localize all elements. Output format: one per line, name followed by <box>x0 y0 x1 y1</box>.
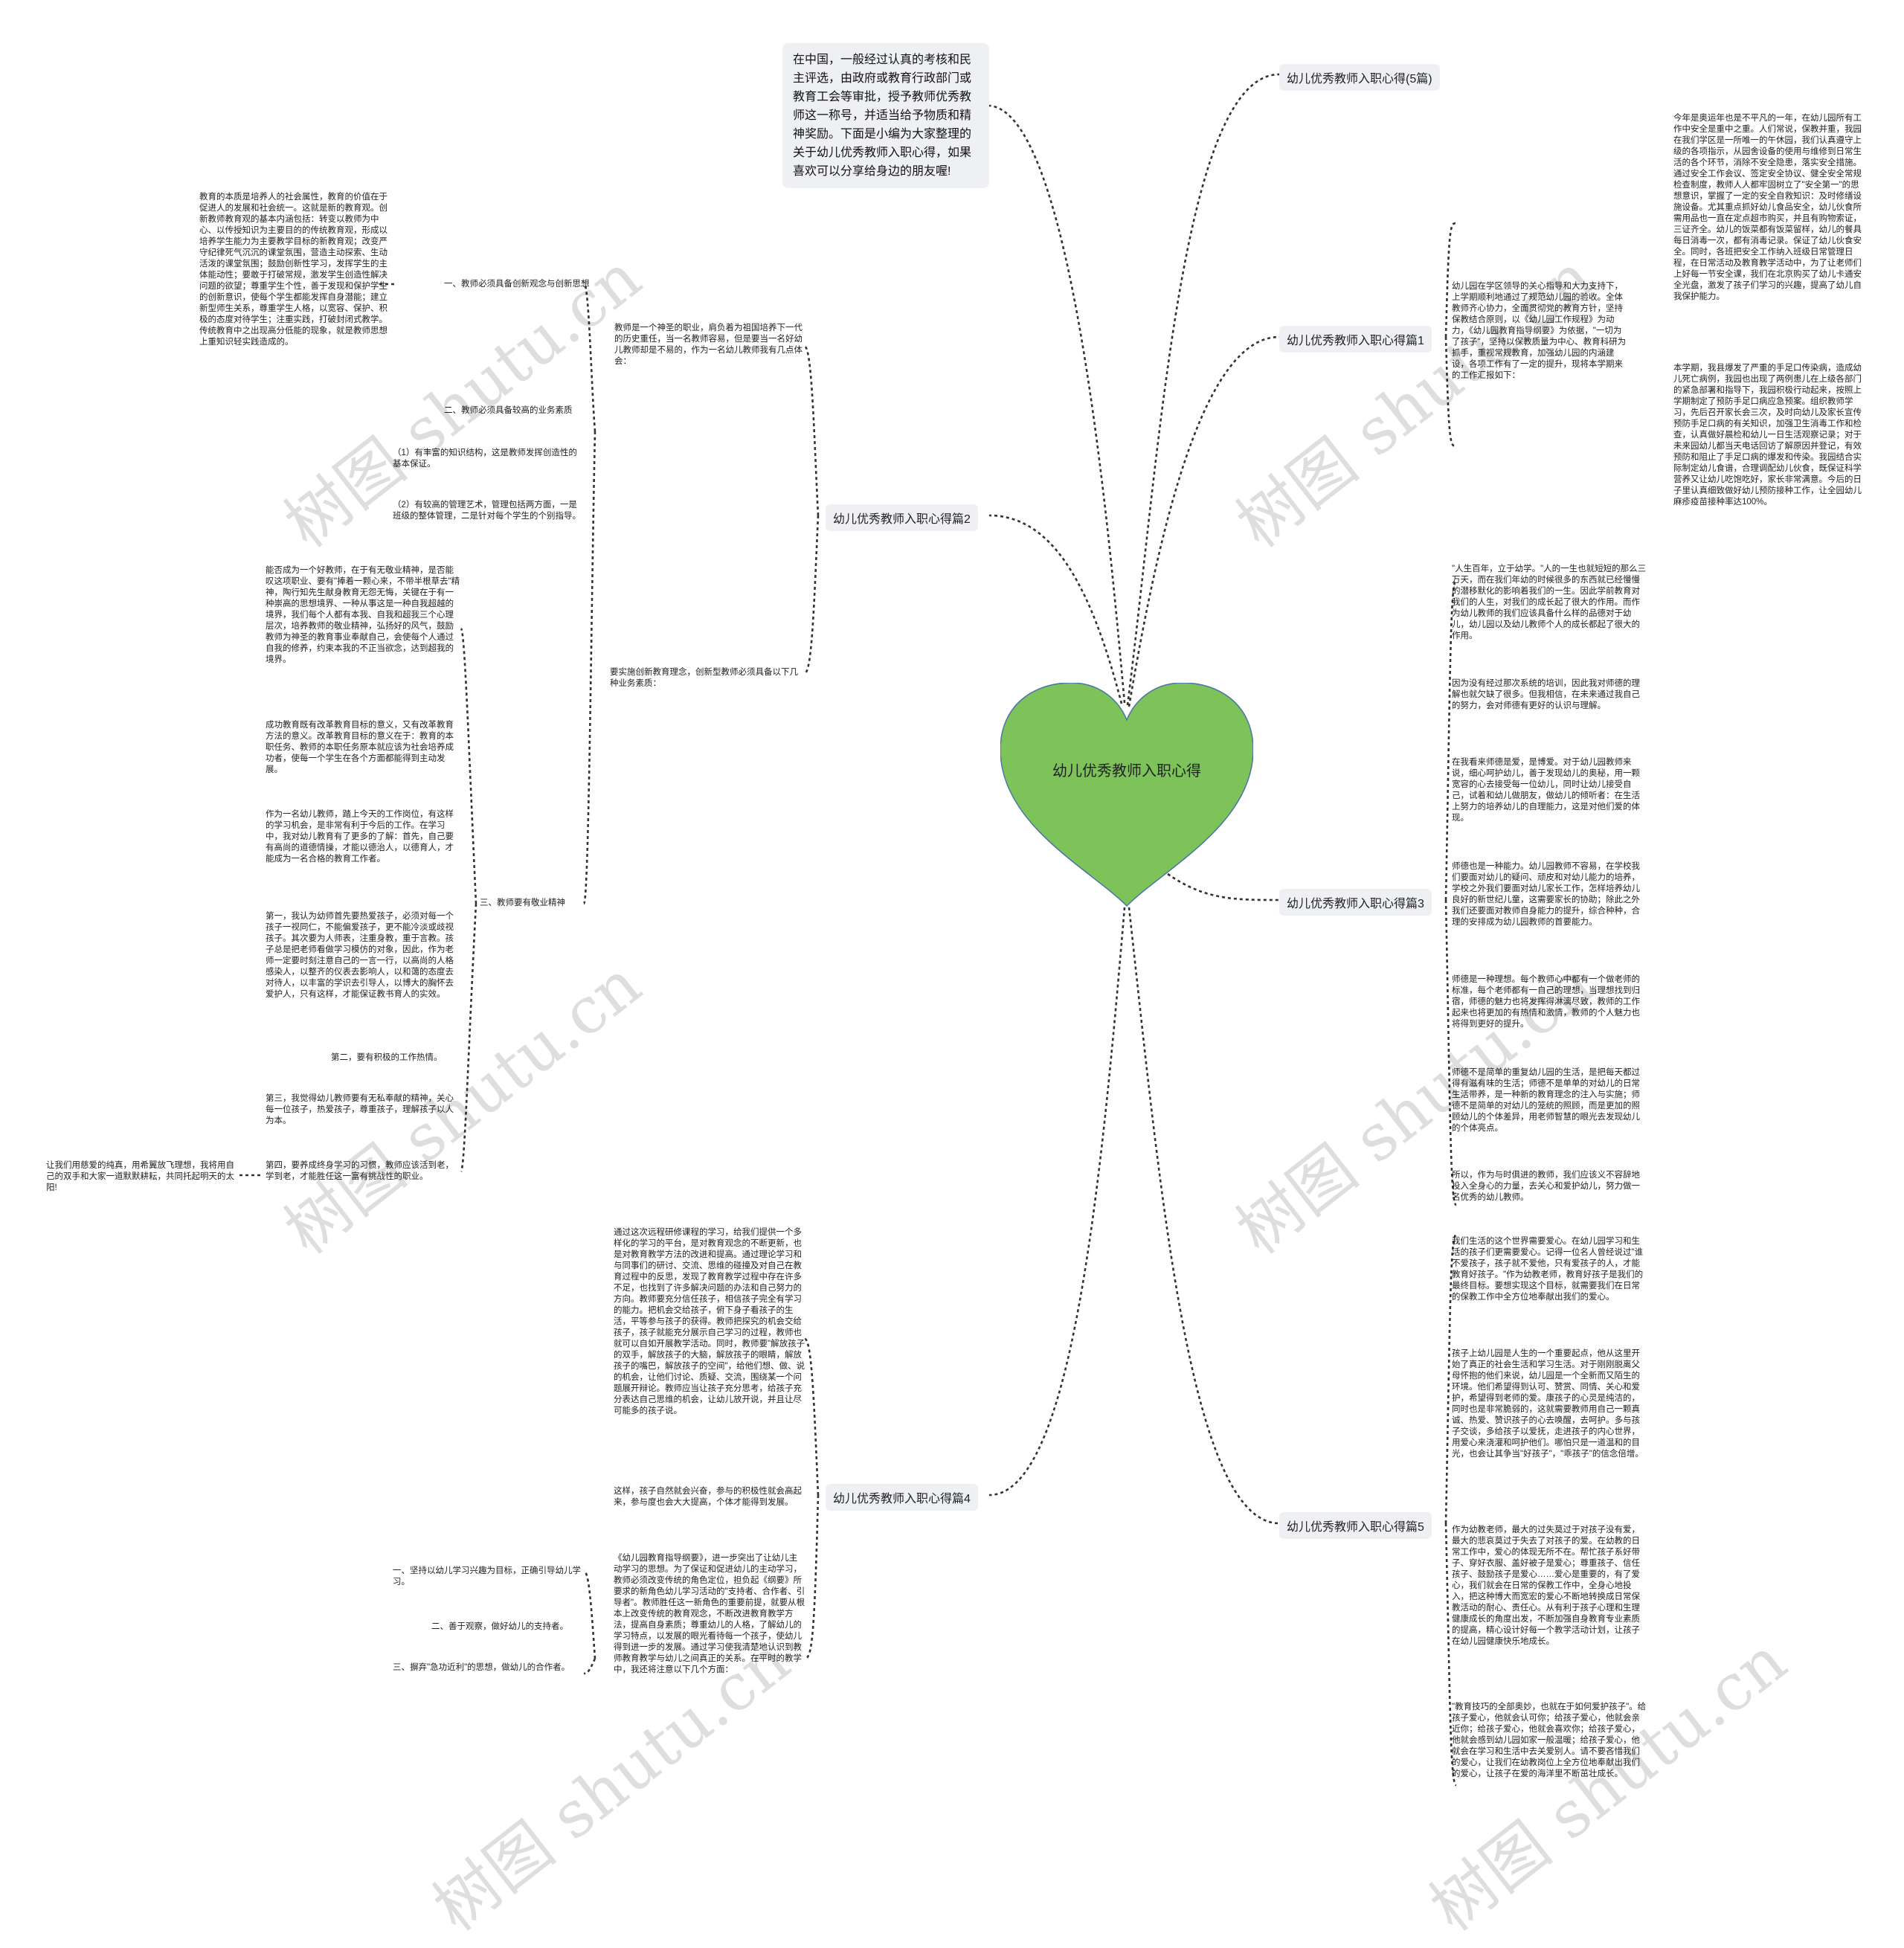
bracket-b2 <box>803 345 820 675</box>
part3-text-4: 师德也是一种能力。幼儿园教师不容易，在学校我们要面对幼儿的疑问、顽皮和对幼儿能力… <box>1452 862 1640 927</box>
part3-text-6: 师德不是简单的重复幼儿园的生活，是把每天都过得有滋有味的生活；师德不是单单的对幼… <box>1452 1068 1640 1133</box>
heart-shape <box>1000 682 1254 907</box>
part3-text-7: 所以，作为与时俱进的教师，我们应该义不容辞地投入全身心的力量，去关心和爱护幼儿，… <box>1452 1171 1640 1202</box>
part2-sub1-text: 教育的本质是培养人的社会属性，教育的价值在于促进人的发展和社会统一。这就是新的教… <box>199 193 387 347</box>
part1-safety-text: 今年是奥运年也是不平凡的一年，在幼儿园所有工作中安全是重中之重。人们常说，保教并… <box>1673 114 1862 301</box>
part2-main-text: 教师是一个神圣的职业，肩负着为祖国培养下一代的历史重任，当一名教师容易，但是要当… <box>614 324 803 366</box>
bracket-b4-sub <box>583 1569 596 1675</box>
part4-list-1: 一、坚持以幼儿学习兴趣为目标，正确引导幼儿学习。 <box>393 1566 581 1587</box>
part2-sub3-label: 三、教师要有敬业精神 <box>480 899 565 907</box>
bracket-e <box>460 628 477 1172</box>
part2-dedication-6: 第三，我觉得幼儿教师要有无私奉献的精神，关心每一位孩子，热爱孩子，尊重孩子，理解… <box>266 1094 454 1125</box>
part2-dedication-2: 成功教育既有改革教育目标的意义，又有改革教育方法的意义。改革教育目标的意义在于：… <box>266 721 454 774</box>
part5-text-1: 我们生活的这个世界需要爱心。在幼儿园学习和生活的孩子们更需要爱心。记得一位名人曾… <box>1452 1237 1644 1302</box>
part2-dedication-4: 第一，我认为幼师首先要热爱孩子，必须对每一个孩子一视同仁，不能偏爱孩子，更不能冷… <box>266 912 454 999</box>
center-heart[interactable] <box>1000 682 1254 910</box>
part2-knowledge-1: （1）有丰富的知识结构，这是教师发挥创造性的基本保证。 <box>393 449 577 469</box>
part1-epidemic-text: 本学期，我县爆发了严重的手足口传染病，造成幼儿死亡病例，我园也出现了两例患儿在上… <box>1673 364 1862 507</box>
connector-b0 <box>1126 73 1280 706</box>
connector-b4 <box>988 907 1126 1497</box>
branch-overview[interactable]: 幼儿优秀教师入职心得(5篇) <box>1279 64 1440 91</box>
part5-text-2: 孩子上幼儿园是人生的一个重要起点，他从这里开始了真正的社会生活和学习生活。对于刚… <box>1452 1349 1644 1459</box>
part5-text-4: "教育技巧的全部奥妙，也就在于如何爱护孩子"。给孩子爱心，他就会认可你；给孩子爱… <box>1452 1703 1647 1778</box>
intro-box[interactable]: 在中国，一般经过认真的考核和民主评选，由政府或教育行政部门或教育工会等审批，授予… <box>782 43 989 188</box>
part4-text-1: 通过这次远程研修课程的学习，给我们提供一个多样化的学习的平台，是对教育观念的不断… <box>614 1228 805 1415</box>
part5-text-3: 作为幼教老师，最大的过失莫过于对孩子没有爱，最大的悲哀莫过于失去了对孩子的爱。在… <box>1452 1526 1640 1646</box>
part3-text-3: 在我看来师德是爱，是博爱。对于幼儿园教师来说，细心呵护幼儿，善于发现幼儿的奥秘，… <box>1452 758 1640 823</box>
branch-part5[interactable]: 幼儿优秀教师入职心得篇5 <box>1279 1512 1432 1539</box>
part2-closing-text: 让我们用慈爱的纯真，用希翼放飞理想，我将用自己的双手和大家一道默默耕耘，共同托起… <box>46 1161 234 1192</box>
bracket-b2-sub <box>582 281 596 905</box>
mindmap-connectors <box>238 73 1457 1787</box>
connector-b2 <box>988 514 1123 704</box>
part2-dedication-5: 第二，要有积极的工作热情。 <box>331 1053 443 1062</box>
part3-text-1: "人生百年，立于幼学。"人的一生也就短短的那么三万天，而在我们年幼的时候很多的东… <box>1452 565 1647 640</box>
part3-text-5: 师德是一种理想。每个教师心中都有一个做老师的标准，每个老师都有一自己的理想，当理… <box>1452 975 1640 1029</box>
part1-main-text: 幼儿园在学区领导的关心指导和大力支持下，上学期顺利地通过了规范幼儿园的验收。全体… <box>1452 282 1627 380</box>
part4-list-2: 二、善于观察，做好幼儿的支持者。 <box>431 1622 568 1631</box>
part2-knowledge-2: （2）有较高的管理艺术，管理包括两方面，一是班级的整体管理，二是针对每个学生的个… <box>393 501 581 521</box>
bracket-b4 <box>804 1337 820 1660</box>
part3-text-2: 因为没有经过那次系统的培训，因此我对师德的理解也就欠缺了很多。但我相信，在未来通… <box>1452 679 1640 710</box>
bracket-b5 <box>1444 1233 1457 1787</box>
part2-innovation-text: 要实施创新教育理念，创新型教师必须具备以下几种业务素质： <box>610 668 798 688</box>
branch-part3[interactable]: 幼儿优秀教师入职心得篇3 <box>1279 889 1432 916</box>
part2-sub1-label: 一、教师必须具备创新观念与创新思想 <box>444 280 590 289</box>
branch-part4[interactable]: 幼儿优秀教师入职心得篇4 <box>826 1484 978 1511</box>
bracket-b3 <box>1444 579 1457 1206</box>
part2-dedication-3: 作为一名幼儿教师，踏上今天的工作岗位，有这样的学习机会，是非常有利于今后的工作。… <box>266 810 454 864</box>
part4-list-3: 三、摒弃"急功近利"的思想，做幼儿的合作者。 <box>393 1663 570 1672</box>
bracket-b1 <box>1444 222 1457 448</box>
connector-b3 <box>1167 872 1280 901</box>
connector-b1 <box>1128 335 1280 707</box>
part2-dedication-1: 能否成为一个好教师，在于有无敬业精神，是否能叹这项职业、要有"捧着一颗心来，不带… <box>266 566 460 664</box>
part4-text-2: 这样，孩子自然就会兴奋，参与的积极性就会高起来，参与度也会大大提高，个体才能得到… <box>614 1487 802 1507</box>
branch-part2[interactable]: 幼儿优秀教师入职心得篇2 <box>826 504 978 531</box>
part2-dedication-7: 第四，要养成终身学习的习惯，教师应该活到老，学到老，才能胜任这一富有挑战性的职业… <box>266 1161 454 1181</box>
center-title: 幼儿优秀教师入职心得 <box>1052 763 1201 779</box>
branch-part1[interactable]: 幼儿优秀教师入职心得篇1 <box>1279 326 1432 353</box>
connector-b5 <box>1128 907 1280 1525</box>
part2-sub2-label: 二、教师必须具备较高的业务素质 <box>444 406 573 415</box>
connector-intro <box>988 104 1126 704</box>
part4-text-3: 《幼儿园教育指导纲要》，进一步突出了让幼儿主动学习的思想。为了保证和促进幼儿的主… <box>614 1554 805 1674</box>
